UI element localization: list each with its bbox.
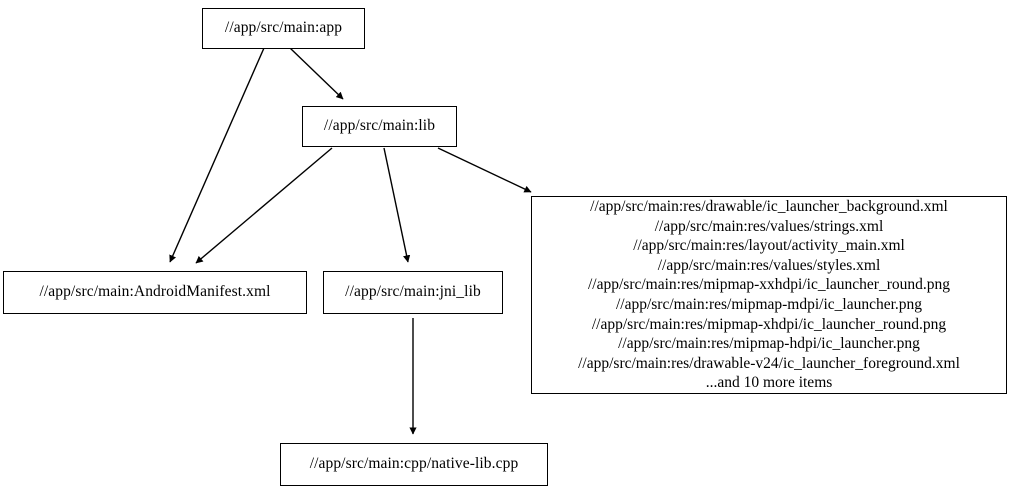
node-jni-lib[interactable]: //app/src/main:jni_lib [323,271,503,314]
edge-lib-to-jni-lib [383,147,411,263]
node-lib[interactable]: //app/src/main:lib [302,106,457,147]
edge-lib-to-manifest [195,147,333,264]
edge-app-to-lib [289,47,344,100]
node-app-label: //app/src/main:app [224,19,343,37]
node-res-group[interactable]: //app/src/main:res/drawable/ic_launcher_… [531,196,1007,394]
edge-lib-to-res [437,147,532,193]
node-android-manifest[interactable]: //app/src/main:AndroidManifest.xml [3,271,307,314]
edge-app-to-manifest [169,47,265,263]
node-android-manifest-label: //app/src/main:AndroidManifest.xml [39,283,271,301]
node-native-lib-cpp-label: //app/src/main:cpp/native-lib.cpp [309,455,519,473]
node-res-group-label: //app/src/main:res/drawable/ic_launcher_… [578,198,960,392]
node-native-lib-cpp[interactable]: //app/src/main:cpp/native-lib.cpp [280,443,548,486]
node-app[interactable]: //app/src/main:app [202,8,365,49]
node-lib-label: //app/src/main:lib [323,117,436,135]
node-jni-lib-label: //app/src/main:jni_lib [345,283,481,301]
